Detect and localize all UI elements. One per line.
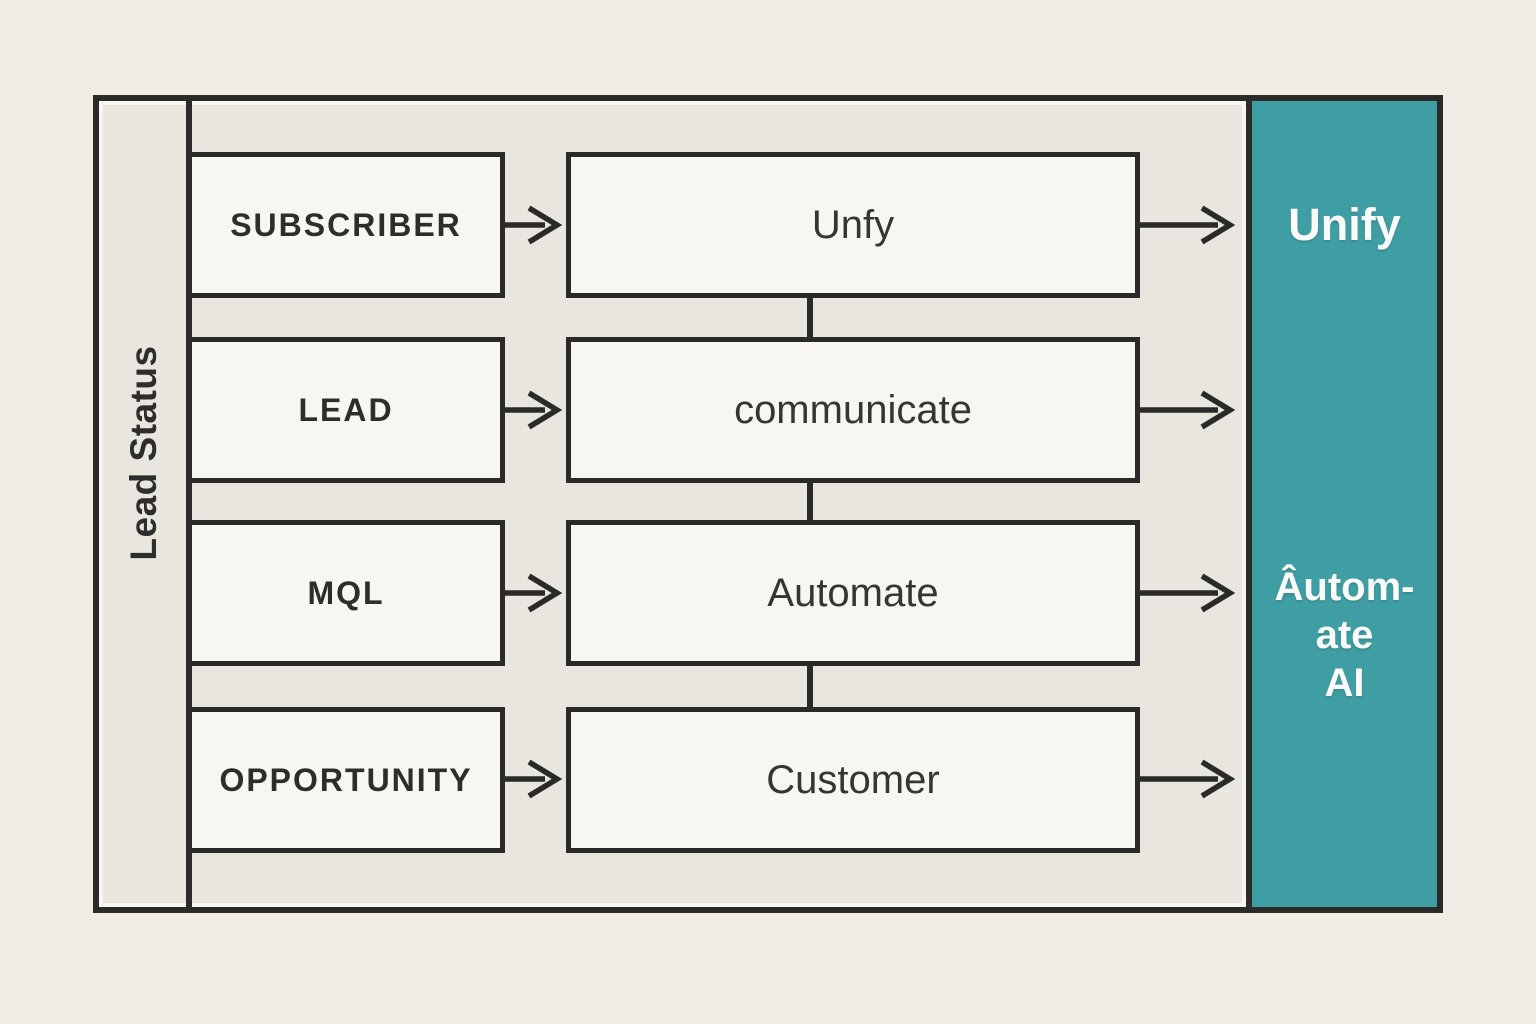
action-label: Unfy — [811, 202, 895, 247]
arrow-right-icon — [1140, 388, 1236, 432]
action-label: communicate — [734, 387, 972, 432]
stage-label: SUBSCRIBER — [230, 206, 462, 243]
panel-label-line: AI — [1324, 661, 1365, 705]
stage-label: MQL — [307, 574, 385, 611]
panel-label-line: ate — [1315, 613, 1374, 657]
stage-box-opportunity: OPPORTUNITY — [187, 707, 505, 853]
lead-status-column: Lead Status — [99, 101, 186, 907]
arrow-right-icon — [503, 203, 563, 247]
stage-box-subscriber: SUBSCRIBER — [187, 152, 505, 298]
action-box-unify: Unfy — [566, 152, 1140, 298]
action-label: Automate — [767, 570, 939, 615]
action-label: Customer — [766, 757, 940, 802]
arrow-right-icon — [503, 388, 563, 432]
action-box-communicate: communicate — [566, 337, 1140, 483]
arrow-right-icon — [1140, 571, 1236, 615]
stage-box-mql: MQL — [187, 520, 505, 666]
panel-label-line: Âutom- — [1274, 565, 1415, 609]
connector-line — [807, 666, 813, 708]
arrow-right-icon — [1140, 203, 1236, 247]
side-panel: Unify Âutom- ate AI — [1246, 101, 1437, 907]
column-divider-line — [186, 101, 192, 907]
arrow-right-icon — [503, 757, 563, 801]
stage-box-lead: LEAD — [187, 337, 505, 483]
diagram-frame: Lead Status SUBSCRIBER Unfy LEAD communi… — [93, 95, 1443, 913]
action-box-customer: Customer — [566, 707, 1140, 853]
connector-line — [807, 298, 813, 338]
stage-label: LEAD — [298, 391, 394, 428]
lead-status-label: Lead Status — [123, 345, 164, 561]
arrow-right-icon — [503, 571, 563, 615]
panel-automate-ai-label: Âutom- ate AI — [1252, 563, 1437, 707]
stage-label: OPPORTUNITY — [219, 761, 473, 798]
connector-line — [807, 483, 813, 521]
action-box-automate: Automate — [566, 520, 1140, 666]
panel-unify-label: Unify — [1288, 199, 1401, 250]
arrow-right-icon — [1140, 757, 1236, 801]
